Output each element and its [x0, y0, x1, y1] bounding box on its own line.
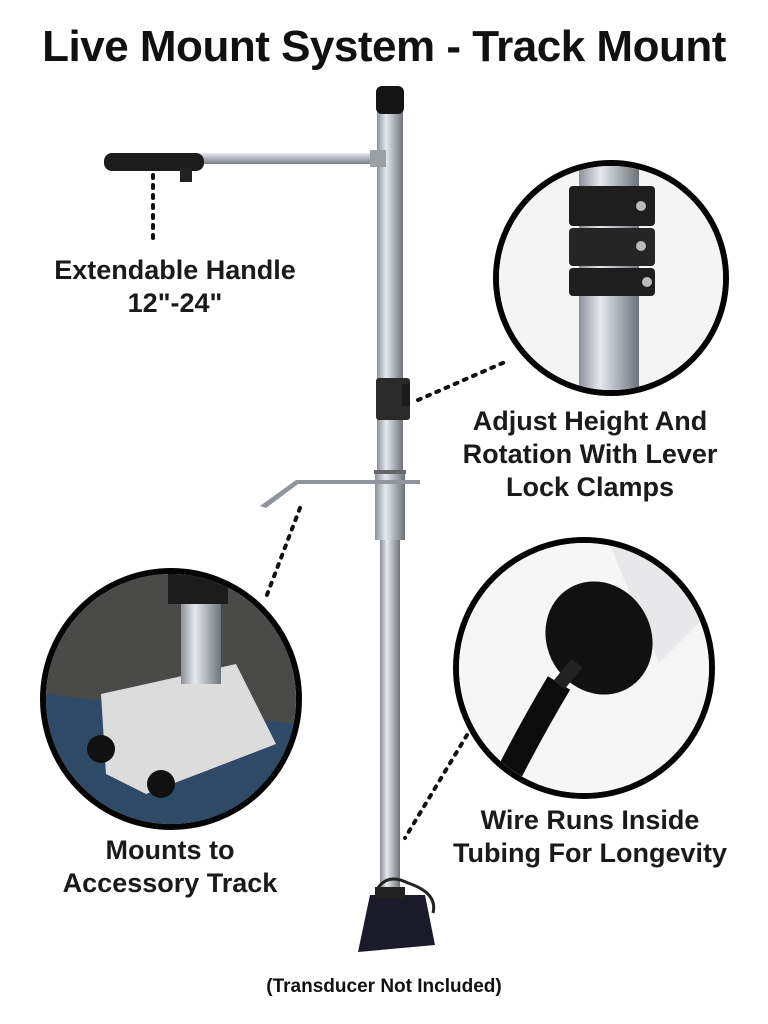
height-callout: Adjust Height And Rotation With Lever Lo…: [445, 405, 735, 504]
wire-callout: Wire Runs Inside Tubing For Longevity: [430, 804, 750, 870]
track-callout: Mounts to Accessory Track: [40, 834, 300, 900]
transducer-mount: [358, 895, 435, 952]
wire-detail-inset: [453, 537, 715, 799]
transducer-footnote: (Transducer Not Included): [266, 976, 502, 997]
main-pole: [377, 100, 403, 530]
transducer-bracket: [260, 480, 420, 508]
handle-grip: [104, 153, 204, 171]
lever-lock-clamp: [376, 378, 410, 420]
track-mount-inset: [40, 568, 302, 830]
handle-callout-line1: Extendable Handle: [54, 255, 296, 285]
handle-callout: Extendable Handle 12"-24": [30, 254, 320, 320]
wire-callout-line2: Tubing For Longevity: [453, 838, 727, 868]
handle-callout-line2: 12"-24": [127, 288, 223, 318]
lower-pole: [380, 520, 400, 890]
page-title: Live Mount System - Track Mount: [42, 22, 726, 71]
pole-top-cap: [376, 86, 404, 114]
height-callout-line3: Lock Clamps: [505, 472, 675, 502]
track-callout-line1: Mounts to: [105, 835, 235, 865]
height-callout-line2: Rotation With Lever: [462, 439, 718, 469]
track-callout-line2: Accessory Track: [62, 868, 278, 898]
wire-callout-line1: Wire Runs Inside: [480, 805, 700, 835]
clamp-detail-inset: [493, 160, 729, 396]
height-callout-line1: Adjust Height And: [472, 406, 708, 436]
handle-arm: [198, 153, 382, 164]
